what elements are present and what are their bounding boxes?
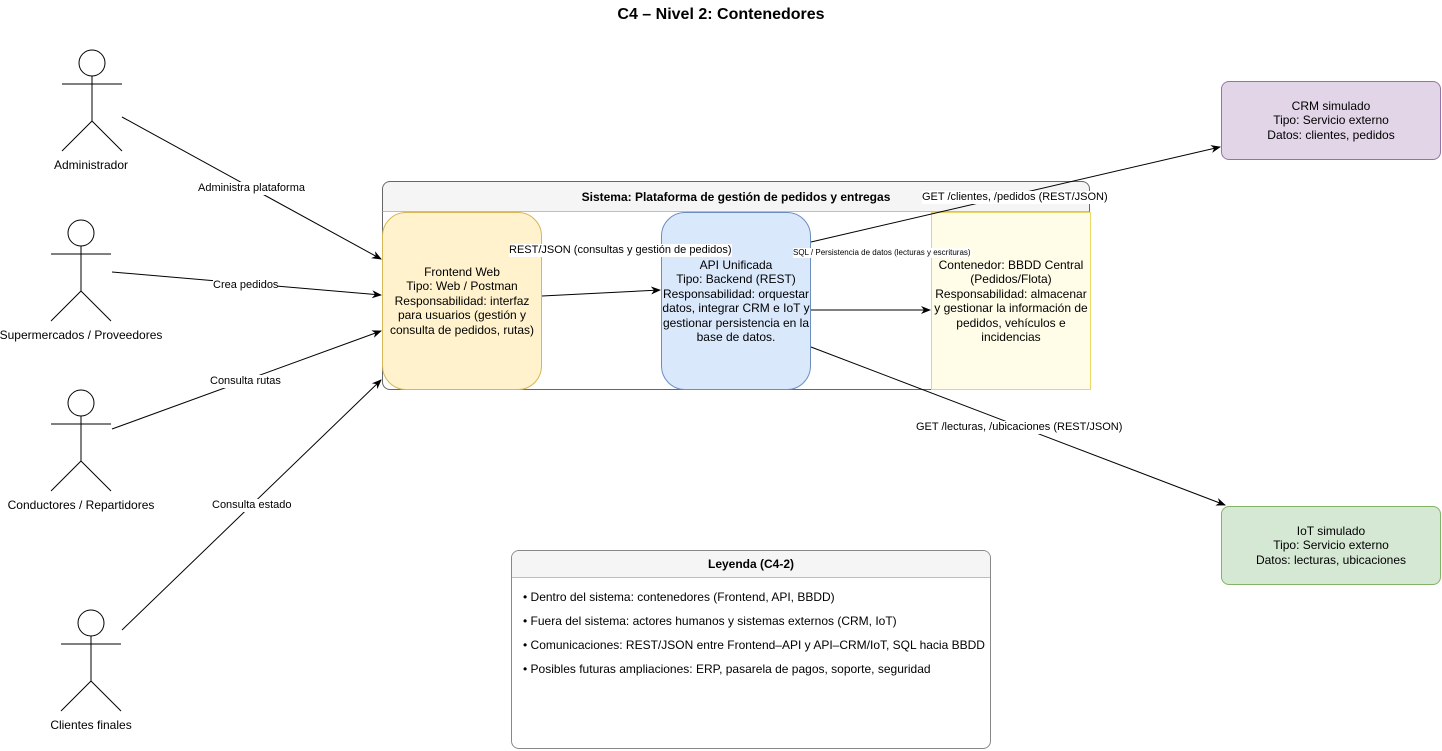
edge-label-get-iot: GET /lecturas, /ubicaciones (REST/JSON) xyxy=(916,421,1123,434)
iot-line: Tipo: Servicio externo xyxy=(1273,538,1389,553)
frontend-line: Tipo: Web / Postman xyxy=(406,279,518,294)
actor-conductores-icon[interactable] xyxy=(50,389,112,492)
legend-title: Leyenda (C4-2) xyxy=(512,551,990,578)
bbdd-central-container[interactable]: Contenedor: BBDD Central (Pedidos/Flota)… xyxy=(931,212,1091,390)
actor-administrador-icon[interactable] xyxy=(61,49,123,152)
legend-item: • Dentro del sistema: contenedores (Fron… xyxy=(523,590,835,604)
frontend-line: para usuarios (gestión y xyxy=(397,308,527,323)
edge-label-get-crm: GET /clientes, /pedidos (REST/JSON) xyxy=(922,191,1108,204)
actor-supermercados-icon[interactable] xyxy=(50,219,112,322)
frontend-line: Frontend Web xyxy=(424,264,500,279)
api-line: gestionar persistencia en la xyxy=(662,315,810,330)
api-unificada-container[interactable]: API Unificada Tipo: Backend (REST) Respo… xyxy=(661,212,811,390)
crm-line: CRM simulado xyxy=(1291,98,1371,113)
api-line: Tipo: Backend (REST) xyxy=(676,272,796,286)
actor-conductores-label: Conductores / Repartidores xyxy=(7,498,155,512)
edge-label-consulta-rutas: Consulta rutas xyxy=(210,375,281,388)
edge-label-rest-json: REST/JSON (consultas y gestión de pedido… xyxy=(509,244,732,257)
legend-box xyxy=(511,550,991,749)
frontend-line: consulta de pedidos, rutas) xyxy=(389,322,535,337)
db-line: Responsabilidad: almacenar xyxy=(935,286,1087,301)
bbdd-central-text: Contenedor: BBDD Central (Pedidos/Flota)… xyxy=(934,258,1087,345)
iot-simulado-text: IoT simulado Tipo: Servicio externo Dato… xyxy=(1256,524,1406,568)
edge-label-sql: SQL / Persistencia de datos (lecturas y … xyxy=(793,248,971,258)
iot-simulado-system[interactable]: IoT simulado Tipo: Servicio externo Dato… xyxy=(1221,506,1441,585)
legend-item: • Posibles futuras ampliaciones: ERP, pa… xyxy=(523,662,931,676)
frontend-web-container[interactable]: Frontend Web Tipo: Web / Postman Respons… xyxy=(382,212,542,390)
iot-line: IoT simulado xyxy=(1296,523,1366,538)
db-line: incidencias xyxy=(981,330,1041,344)
frontend-line: Responsabilidad: interfaz xyxy=(394,293,530,308)
iot-line: Datos: lecturas, ubicaciones xyxy=(1255,552,1407,567)
actor-clientes-icon[interactable] xyxy=(60,609,122,712)
crm-simulado-system[interactable]: CRM simulado Tipo: Servicio externo Dato… xyxy=(1221,81,1441,160)
crm-line: Tipo: Servicio externo xyxy=(1273,113,1389,128)
edge-label-consulta-estado: Consulta estado xyxy=(212,499,292,512)
actor-clientes-label: Clientes finales xyxy=(50,718,132,732)
legend-item: • Fuera del sistema: actores humanos y s… xyxy=(523,614,897,628)
api-line: API Unificada xyxy=(699,257,773,272)
legend-item: • Comunicaciones: REST/JSON entre Fronte… xyxy=(523,638,985,652)
api-line: Responsabilidad: orquestar xyxy=(662,286,810,301)
db-line: pedidos, vehículos e xyxy=(956,315,1066,330)
api-unificada-text: API Unificada Tipo: Backend (REST) Respo… xyxy=(662,258,809,345)
crm-line: Datos: clientes, pedidos xyxy=(1267,127,1395,142)
actor-administrador-label: Administrador xyxy=(53,158,129,172)
db-line: (Pedidos/Flota) xyxy=(970,272,1052,286)
diagram-title: C4 – Nivel 2: Contenedores xyxy=(617,6,825,23)
frontend-web-text: Frontend Web Tipo: Web / Postman Respons… xyxy=(390,265,534,338)
edge-label-administra: Administra plataforma xyxy=(198,182,305,195)
actor-supermercados-label: Supermercados / Proveedores xyxy=(0,328,163,342)
api-line: base de datos. xyxy=(696,330,776,344)
api-line: datos, integrar CRM e IoT y xyxy=(662,301,810,315)
db-line: Contenedor: BBDD Central xyxy=(938,257,1084,272)
db-line: y gestionar la información de xyxy=(934,301,1088,315)
edge-frontend-api xyxy=(541,286,661,297)
edge-label-crea-pedidos: Crea pedidos xyxy=(213,279,279,292)
crm-simulado-text: CRM simulado Tipo: Servicio externo Dato… xyxy=(1267,99,1394,143)
